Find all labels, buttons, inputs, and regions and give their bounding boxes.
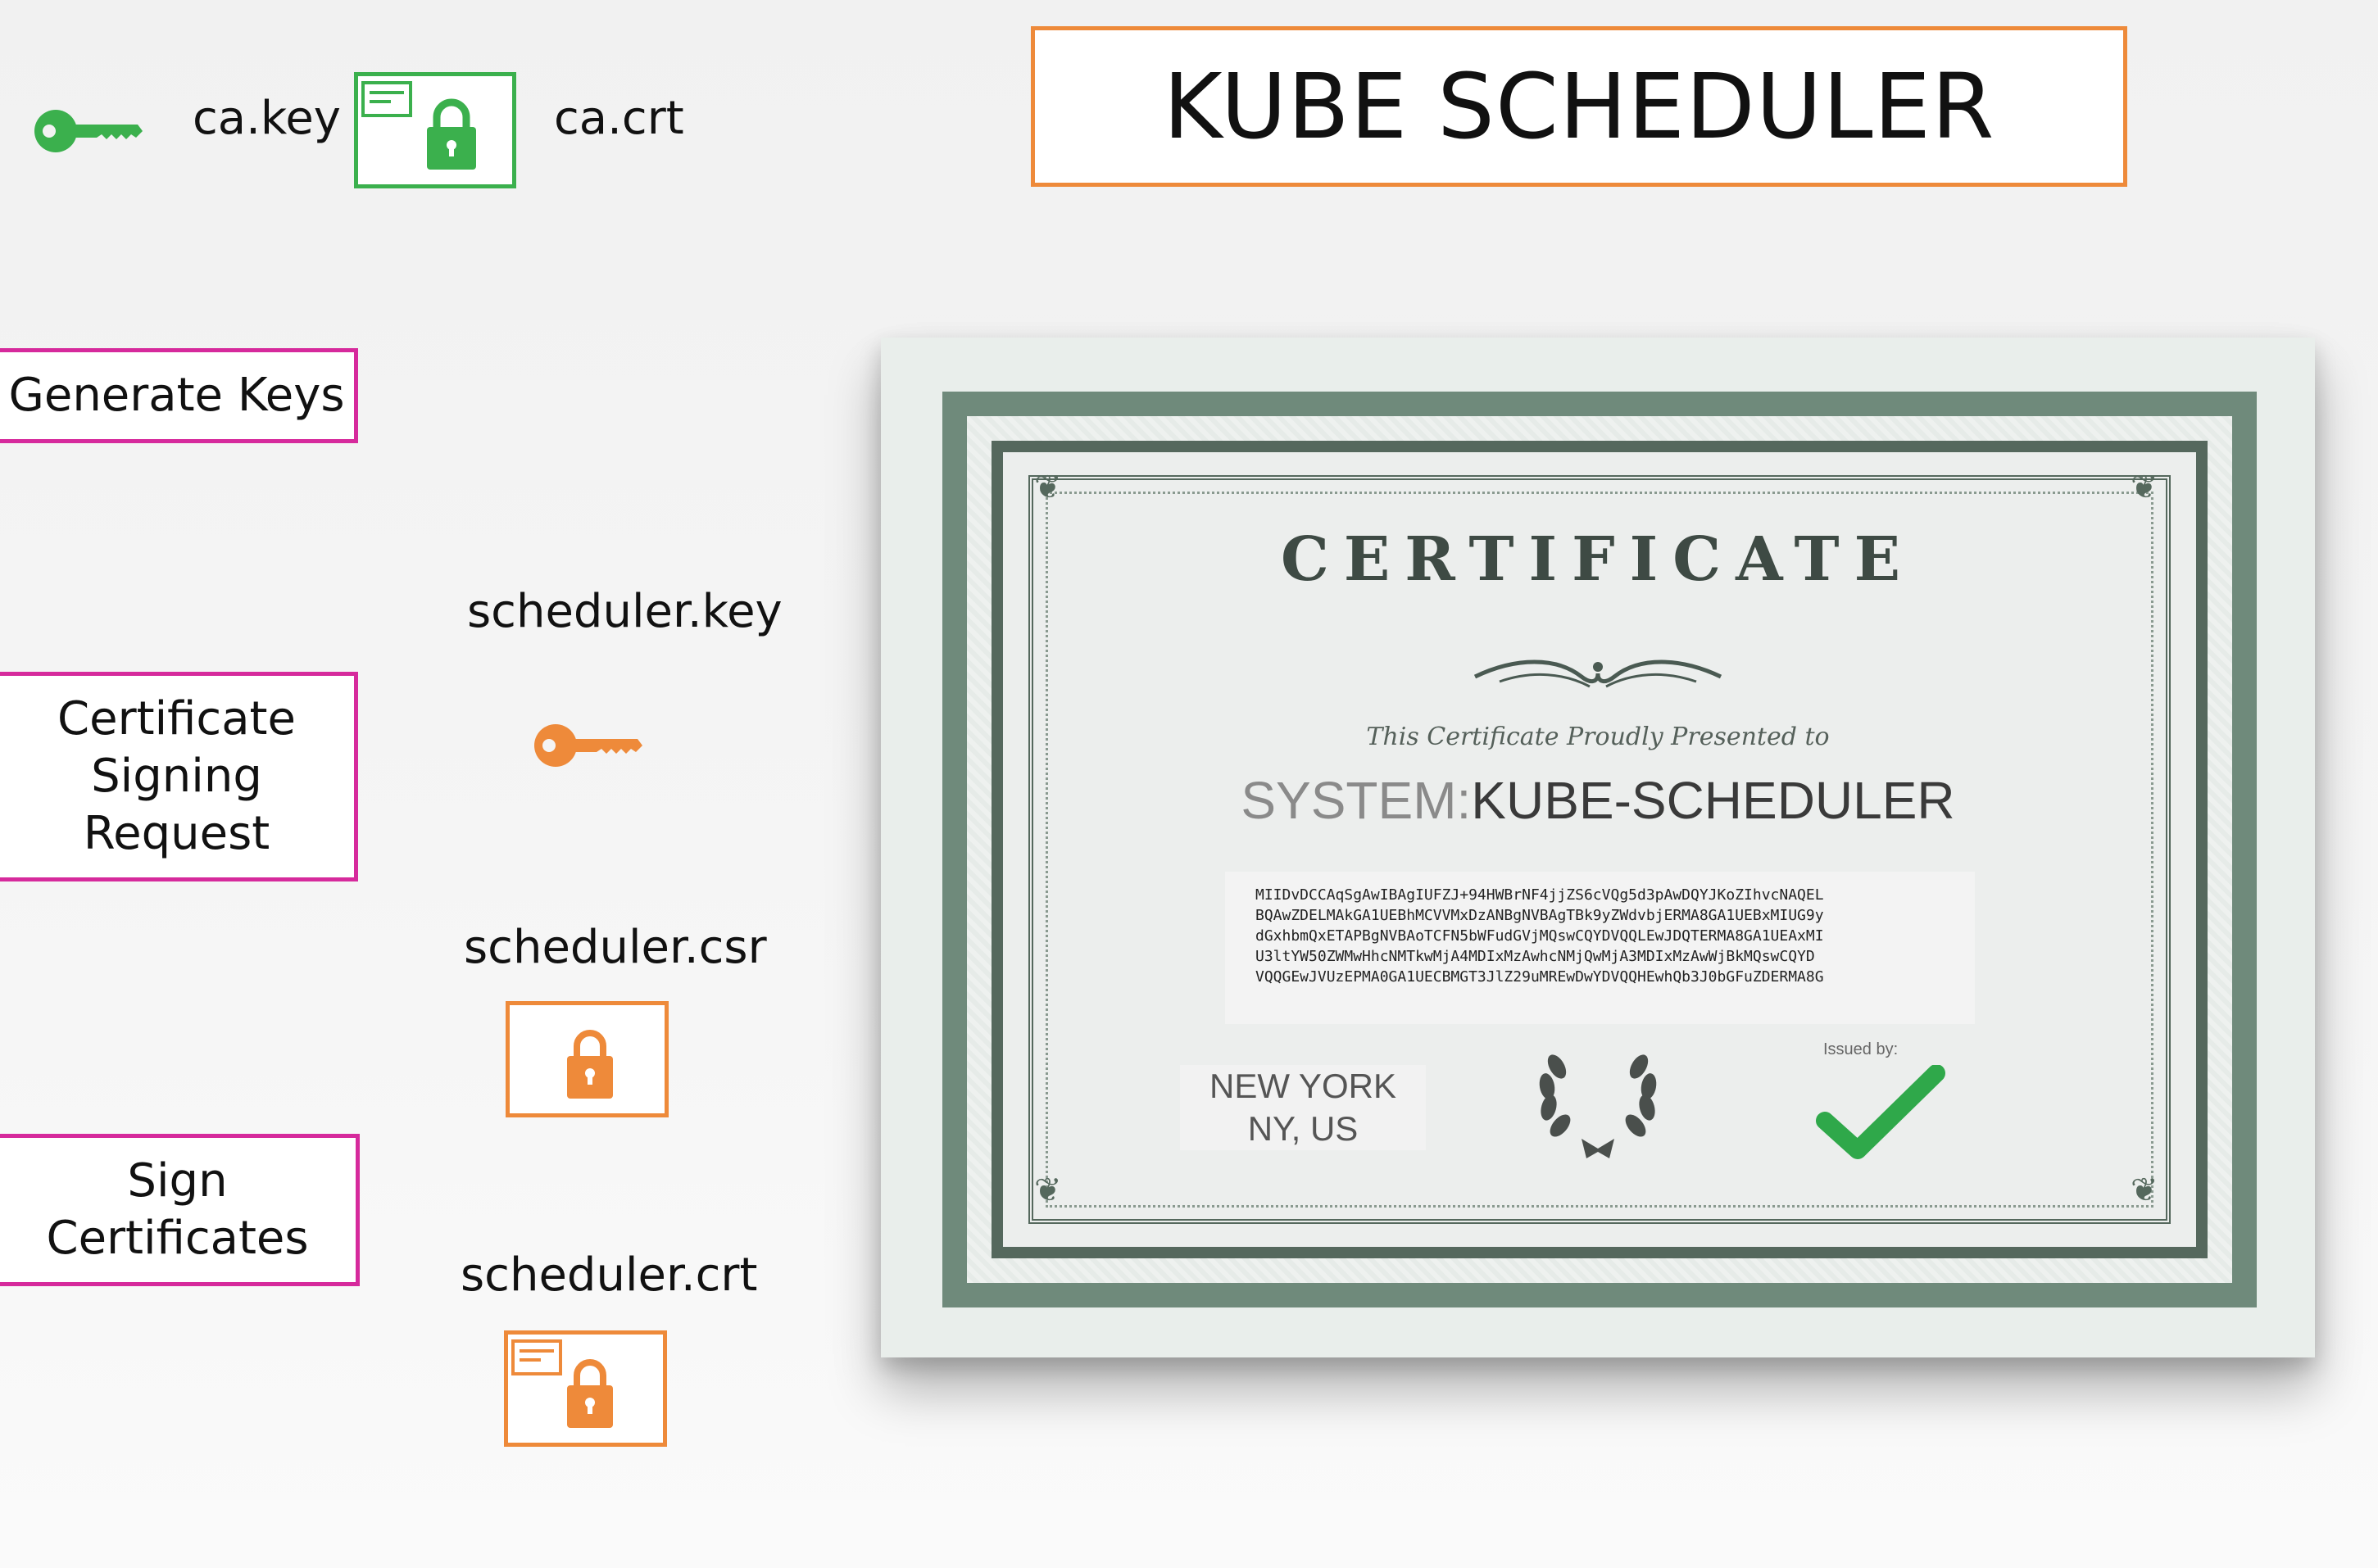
step-sign-line-1: Sign xyxy=(127,1154,228,1208)
certificate-issued-by: Issued by: xyxy=(1823,1040,1899,1058)
check-mark-icon xyxy=(1816,1065,1945,1159)
step-sign-line-2: Certificates xyxy=(46,1212,309,1265)
step-csr: Certificate Signing Request xyxy=(0,672,358,881)
certificate-city: NEW YORK xyxy=(1209,1067,1396,1105)
scheduler-key-label: scheduler.key xyxy=(467,585,783,638)
flourish-icon: ❦ xyxy=(2131,1171,2158,1209)
certificate-recipient: SYSTEM:KUBE-SCHEDULER xyxy=(1188,770,2008,831)
step-generate-keys: Generate Keys xyxy=(0,348,358,443)
certificate-code-line: BQAwZDELMAkGA1UEBhMCVVMxDzANBgNVBAgTBk9y… xyxy=(1255,907,1824,924)
step-csr-line-3: Request xyxy=(83,807,270,860)
scheduler-crt-label: scheduler.crt xyxy=(461,1249,758,1302)
scheduler-crt-icon xyxy=(504,1330,667,1447)
step-csr-line-2: Signing xyxy=(91,750,262,803)
flourish-icon xyxy=(1473,659,1722,688)
certificate-code-line: MIIDvDCCAqSgAwIBAgIUFZJ+94HWBrNF4jjZS6cV… xyxy=(1255,886,1824,904)
certificate-icon xyxy=(361,81,476,170)
step-generate-keys-text: Generate Keys xyxy=(8,369,345,422)
certificate-presented-to: This Certificate Proudly Presented to xyxy=(1366,723,1830,751)
certificate-location: NEW YORK NY, US xyxy=(1180,1065,1426,1150)
step-sign-certificates: Sign Certificates xyxy=(0,1134,360,1286)
certificate-code-line: dGxhbmQxETAPBgNVBAoTCFN5bWFudGVjMQswCQYD… xyxy=(1255,927,1824,945)
flourish-icon: ❦ xyxy=(1034,469,1062,506)
flourish-icon: ❦ xyxy=(2131,469,2158,506)
ca-crt-label: ca.crt xyxy=(554,92,684,145)
flourish-icon: ❦ xyxy=(1034,1171,1062,1209)
step-csr-line-1: Certificate xyxy=(57,692,296,745)
certificate-recipient-prefix: SYSTEM: xyxy=(1241,771,1472,830)
page-title-text: KUBE SCHEDULER xyxy=(1163,54,1995,159)
certificate-heading: CERTIFICATE xyxy=(1280,524,1916,595)
certificate-state: NY, US xyxy=(1247,1109,1359,1148)
certificate-code-block xyxy=(1225,872,1975,1024)
scheduler-csr-icon xyxy=(506,1001,669,1117)
ca-crt-icon xyxy=(354,72,516,188)
certificate-code-line: U3ltYW50ZWMwHhcNMTkwMjA4MDIxMzAwhcNMjQwM… xyxy=(1255,948,1815,965)
certificate-recipient-name: KUBE-SCHEDULER xyxy=(1471,771,1955,830)
ca-key-icon xyxy=(34,110,143,152)
certificate-dotted-border xyxy=(1046,492,2153,1208)
certificate-code-line: VQQGEwJVUzEPMA0GA1UECBMGT3JlZ29uMREwDwYD… xyxy=(1255,968,1824,986)
laurel-wreath-icon xyxy=(1539,1054,1657,1158)
certificate-icon xyxy=(511,1339,613,1428)
ca-key-label: ca.key xyxy=(193,92,341,145)
scheduler-key-icon xyxy=(534,724,642,767)
page-title: KUBE SCHEDULER xyxy=(1031,26,2127,187)
lock-icon xyxy=(567,1030,613,1099)
scheduler-csr-label: scheduler.csr xyxy=(464,921,767,974)
